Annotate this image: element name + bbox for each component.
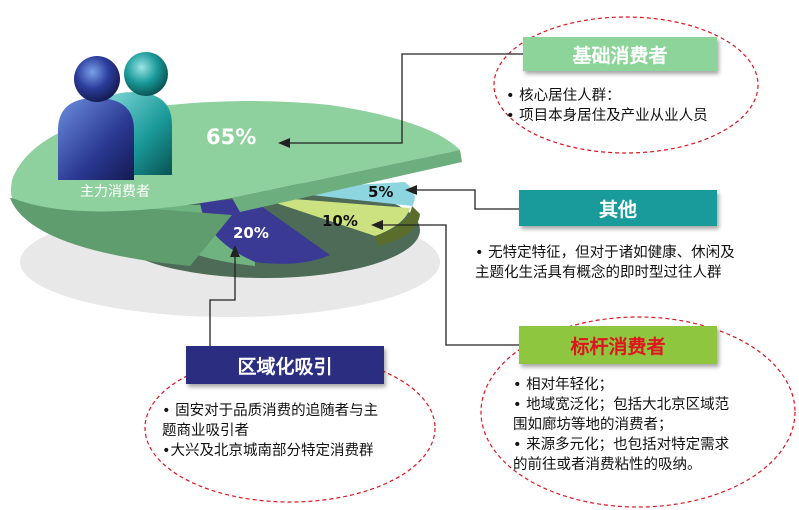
list-item: • 地域宽泛化；包括大北京区域范: [513, 397, 730, 413]
list-item: 题商业吸引者: [162, 423, 249, 439]
connector-regional: [209, 252, 236, 350]
list-item: • 核心居住人群：: [506, 88, 621, 104]
basic-dashed-ellipse: [493, 16, 759, 154]
list-item: 主题化生活具有概念的即时型过往人群: [475, 265, 722, 281]
list-item: • 固安对于品质消费的追随者与主: [162, 403, 379, 419]
connector-benchmark: [378, 224, 519, 346]
benchmark-consumers-title: 标杆消费者: [519, 326, 717, 364]
pie-slice-20: [200, 198, 330, 264]
list-item: 的前往或者消费粘性的吸纳。: [513, 457, 702, 473]
other-bullets: • 无特定特征，但对于诸如健康、休闲及 主题化生活具有概念的即时型过往人群: [475, 243, 735, 283]
pie-slice-10: [255, 196, 410, 236]
list-item: • 无特定特征，但对于诸如健康、休闲及: [475, 245, 735, 261]
connector-other: [412, 189, 519, 210]
arrow-basic: [278, 138, 290, 148]
regional-dashed-ellipse: [144, 353, 436, 503]
benchmark-dashed-ellipse: [480, 316, 796, 508]
list-item: • 来源多元化；也包括对特定需求: [513, 437, 730, 453]
benchmark-consumers-bullets: • 相对年轻化； • 地域宽泛化；包括大北京区域范 围如廊坊等地的消费者； • …: [513, 375, 729, 475]
main-consumers-label: 主力消费者: [80, 184, 150, 200]
pie-slice-65-side: [10, 198, 232, 266]
regional-attraction-bullets: • 固安对于品质消费的追随者与主 题商业吸引者 •大兴及北京城南部分特定消费群: [162, 401, 378, 461]
pie-slice-65-edge: [232, 150, 462, 212]
list-item: • 相对年轻化；: [513, 377, 614, 393]
list-item: 围如廊坊等地的消费者；: [513, 417, 673, 433]
arrow-other: [405, 185, 417, 195]
regional-attraction-title: 区域化吸引: [186, 346, 384, 384]
basic-consumers-title: 基础消费者: [523, 37, 717, 71]
slice-label-20: 20%: [233, 224, 269, 242]
people-icon: [58, 52, 172, 180]
pie-edge-lime: [375, 206, 420, 246]
arrow-benchmark: [371, 220, 383, 230]
other-title: 其他: [519, 190, 717, 226]
arrow-regional: [230, 245, 240, 257]
slice-label-65: 65%: [206, 125, 257, 149]
list-item: •大兴及北京城南部分特定消费群: [162, 443, 374, 459]
connector-basic: [285, 53, 523, 144]
slice-label-5: 5%: [368, 183, 394, 201]
slice-label-10: 10%: [322, 212, 358, 230]
list-item: • 项目本身居住及产业从业人员: [506, 108, 708, 124]
basic-consumers-bullets: • 核心居住人群： • 项目本身居住及产业从业人员: [506, 86, 708, 126]
